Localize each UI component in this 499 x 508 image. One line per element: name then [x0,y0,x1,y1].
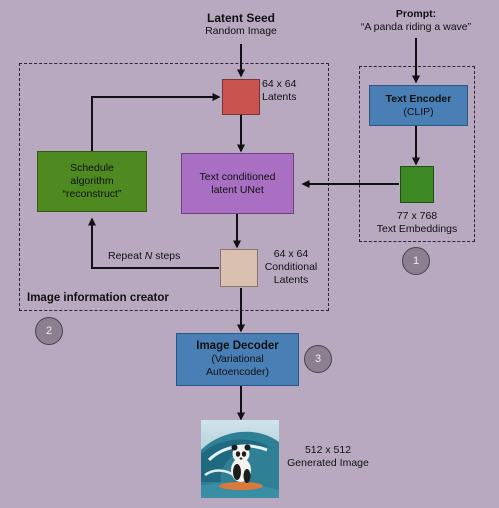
badge-2: 2 [35,317,63,345]
latent-seed-label: Latent Seed Random Image [186,12,296,38]
repeat-suffix: steps [152,250,181,262]
text-encoder-subtitle: (CLIP) [403,105,434,118]
embeddings-name: Text Embeddings [376,223,458,235]
embeddings-size: 77 x 768 [396,210,438,222]
latents-block [222,79,260,115]
arrow-schedule-to-latents [91,93,221,151]
latent-seed-title: Latent Seed [206,11,275,25]
prompt-label: Prompt: “A panda riding a wave” [346,8,486,34]
image-information-creator-frame [19,63,329,311]
decoder-line3: Autoencoder) [205,366,270,378]
schedule-algorithm-box: Schedule algorithm “reconstruct” [37,151,147,212]
generated-panda-image [201,420,279,498]
latents-size: 64 x 64 [262,78,297,90]
conditional-latents-caption: 64 x 64 Conditional Latents [259,248,323,287]
conditional-line2: Conditional [264,261,318,273]
prompt-text: “A panda riding a wave” [360,21,472,33]
repeat-n: N [144,250,153,262]
arrow-repeat-loop [88,217,219,269]
text-embeddings-block [400,166,434,203]
conditional-line3: Latents [273,274,309,286]
latents-caption: 64 x 64 Latents [262,78,310,104]
unet-line1: Text conditioned [199,170,276,183]
output-name: Generated Image [287,457,369,469]
repeat-prefix: Repeat [108,250,145,262]
schedule-line1: Schedule [70,162,114,174]
schedule-line3: “reconstruct” [62,188,122,200]
badge-3: 3 [304,345,332,373]
latent-seed-subtitle: Random Image [205,25,277,37]
text-encoder-title: Text Encoder [385,92,452,105]
prompt-title: Prompt: [395,8,437,20]
repeat-label: Repeat N steps [108,250,198,263]
output-size: 512 x 512 [304,444,352,456]
decoder-line2: (Variational [211,353,264,365]
unet-box: Text conditioned latent UNet [181,153,294,214]
unet-line2: latent UNet [211,183,264,196]
text-embeddings-caption: 77 x 768 Text Embeddings [361,210,473,236]
image-decoder-box: Image Decoder (Variational Autoencoder) [176,333,299,386]
badge-1: 1 [402,247,430,275]
conditional-latents-block [220,249,258,287]
image-information-creator-label: Image information creator [27,292,169,304]
conditional-size: 64 x 64 [273,248,309,260]
schedule-line2: algorithm [70,175,114,187]
latents-name: Latents [262,91,297,103]
generated-image-caption: 512 x 512 Generated Image [284,444,372,470]
text-encoder-box: Text Encoder (CLIP) [369,85,468,126]
decoder-title: Image Decoder [196,340,279,352]
